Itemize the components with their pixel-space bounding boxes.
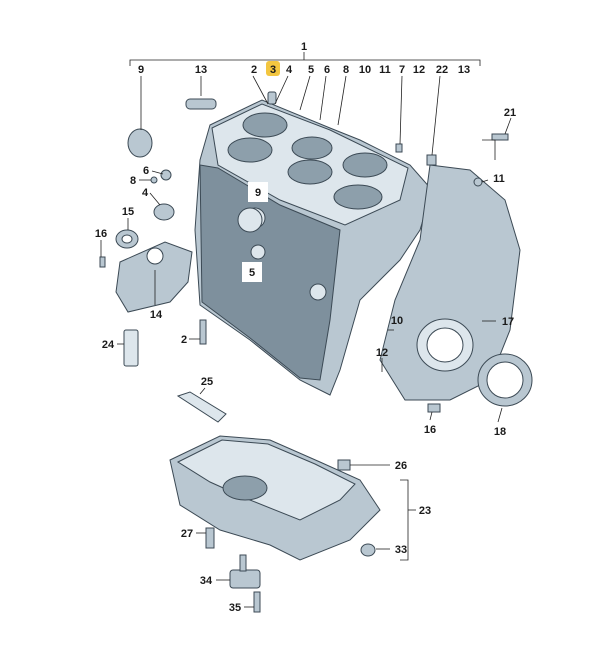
callout-label[interactable]: 7 [399, 64, 405, 76]
group-bracket-23 [400, 479, 416, 561]
callout-label[interactable]: 10 [391, 315, 403, 327]
callout-label[interactable]: 12 [376, 347, 388, 359]
callout-label[interactable]: 12 [413, 64, 425, 76]
callout-label[interactable]: 10 [359, 64, 371, 76]
callout-label[interactable]: 24 [102, 339, 115, 351]
callout-label[interactable]: 17 [502, 316, 514, 328]
callout-label[interactable]: 23 [419, 505, 431, 517]
sensor-34[interactable] [229, 554, 261, 589]
seal-ring[interactable] [477, 353, 533, 407]
engine-block[interactable] [194, 99, 433, 396]
callout-label[interactable]: 11 [379, 64, 391, 76]
callout-label[interactable]: 21 [504, 107, 516, 119]
dowel-pin[interactable] [267, 91, 277, 105]
callout-label[interactable]: 13 [458, 64, 470, 76]
dowel-sleeve[interactable] [185, 98, 217, 110]
sealant-tube-24[interactable] [123, 329, 139, 367]
callout-label[interactable]: 18 [494, 426, 506, 438]
callout-label[interactable]: 4 [286, 64, 293, 76]
callout-label[interactable]: 35 [229, 602, 241, 614]
callout-label[interactable]: 26 [395, 460, 407, 472]
callout-label[interactable]: 8 [130, 175, 136, 187]
sealant-tube-25[interactable] [176, 391, 227, 423]
sealing-ring-4[interactable] [153, 203, 175, 221]
callout-label[interactable]: 2 [251, 64, 257, 76]
callout-label[interactable]: 22 [436, 64, 448, 76]
callout-label[interactable]: 27 [181, 528, 193, 540]
callout-label[interactable]: 11 [493, 173, 505, 185]
bolts[interactable] [99, 133, 509, 613]
drain-plug[interactable] [360, 543, 376, 557]
callout-label[interactable]: 34 [200, 575, 213, 587]
callout-label[interactable]: 14 [150, 309, 163, 321]
seal-15[interactable] [115, 229, 139, 249]
rear-cover-plate[interactable] [379, 164, 521, 401]
seal-cap[interactable] [127, 128, 153, 158]
callout-label[interactable]: 9 [138, 64, 144, 76]
callout-label[interactable]: 16 [95, 228, 107, 240]
highlight-badge [266, 61, 280, 76]
callout-label[interactable]: 5 [308, 64, 314, 76]
plug-small[interactable] [150, 143, 483, 187]
callout-label[interactable]: 25 [201, 376, 213, 388]
top-bracket [129, 52, 481, 66]
callout-label[interactable]: 2 [181, 334, 187, 346]
inset-5[interactable] [242, 262, 262, 282]
callout-label[interactable]: 8 [343, 64, 349, 76]
callout-label[interactable]: 1 [301, 41, 307, 53]
callout-label[interactable]: 9 [255, 187, 261, 199]
oil-pan[interactable] [169, 435, 381, 561]
callout-label[interactable]: 6 [324, 64, 330, 76]
inset-9[interactable] [237, 182, 268, 233]
callout-labels: 1 2 3 4 5 6 8 10 11 7 12 22 13 9 13 21 6… [95, 41, 516, 614]
front-flange[interactable] [115, 241, 193, 313]
callout-label[interactable]: 16 [424, 424, 436, 436]
callout-label-highlighted[interactable]: 3 [270, 64, 276, 76]
callout-label[interactable]: 4 [142, 187, 149, 199]
callout-label[interactable]: 15 [122, 206, 134, 218]
callout-label[interactable]: 6 [143, 165, 149, 177]
callout-label[interactable]: 13 [195, 64, 207, 76]
leader-lines [100, 75, 512, 608]
callout-label[interactable]: 33 [395, 544, 407, 556]
callout-label[interactable]: 5 [249, 267, 255, 279]
